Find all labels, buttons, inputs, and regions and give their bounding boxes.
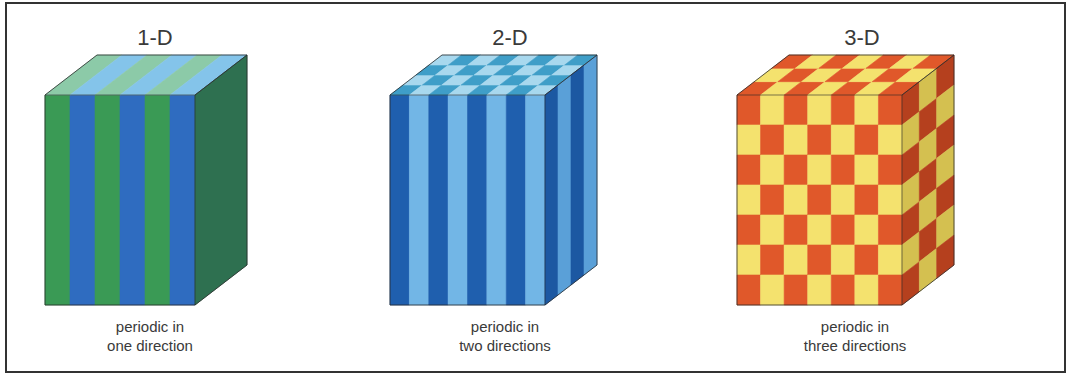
front-face — [855, 245, 879, 275]
front-face — [448, 95, 467, 305]
dimension-heading: 2-D — [492, 25, 527, 51]
front-face — [855, 215, 879, 245]
front-face — [737, 275, 761, 305]
cube-outline — [737, 55, 954, 305]
front-face — [45, 95, 70, 305]
front-face — [878, 125, 902, 155]
front-face — [831, 185, 855, 215]
cube-edge — [737, 55, 954, 305]
front-face — [831, 125, 855, 155]
front-face — [761, 95, 785, 125]
lattice-cube — [390, 55, 597, 305]
cube-edge — [390, 55, 597, 305]
front-face — [808, 95, 832, 125]
front-face — [526, 95, 545, 305]
front-face — [761, 155, 785, 185]
front-face — [808, 185, 832, 215]
front-face — [855, 95, 879, 125]
front-face — [784, 275, 808, 305]
front-face — [784, 125, 808, 155]
front-face — [737, 125, 761, 155]
front-face — [784, 155, 808, 185]
front-face — [831, 245, 855, 275]
front-face — [737, 95, 761, 125]
front-face — [855, 125, 879, 155]
front-face — [390, 95, 409, 305]
front-face — [761, 245, 785, 275]
front-face — [878, 215, 902, 245]
front-face — [506, 95, 525, 305]
caption-text: periodic in one direction — [75, 318, 225, 356]
front-face — [170, 95, 195, 305]
front-face — [761, 185, 785, 215]
frame-border — [6, 3, 1065, 372]
front-face — [808, 215, 832, 245]
front-face — [145, 95, 170, 305]
front-face — [737, 215, 761, 245]
front-face — [429, 95, 448, 305]
front-face — [737, 245, 761, 275]
front-face — [761, 215, 785, 245]
front-face — [761, 275, 785, 305]
side-face — [545, 85, 558, 305]
front-face — [120, 95, 145, 305]
front-face — [409, 95, 428, 305]
dimension-heading: 1-D — [137, 25, 172, 51]
front-face — [761, 125, 785, 155]
front-face — [487, 95, 506, 305]
side-face — [195, 55, 247, 305]
side-face — [558, 75, 571, 295]
front-face — [808, 245, 832, 275]
front-face — [831, 95, 855, 125]
cube-outline — [45, 55, 247, 305]
front-face — [784, 215, 808, 245]
caption-text: periodic in two directions — [430, 318, 580, 356]
dimension-heading: 3-D — [844, 25, 879, 51]
front-face — [808, 275, 832, 305]
front-face — [831, 155, 855, 185]
side-face — [571, 65, 584, 285]
front-face — [855, 275, 879, 305]
front-face — [468, 95, 487, 305]
front-face — [878, 185, 902, 215]
front-face — [784, 245, 808, 275]
caption-text: periodic in three directions — [780, 318, 930, 356]
cube-outline — [390, 55, 597, 305]
front-face — [878, 275, 902, 305]
front-face — [808, 155, 832, 185]
front-face — [855, 155, 879, 185]
side-face — [584, 55, 597, 275]
front-face — [831, 275, 855, 305]
front-face — [831, 215, 855, 245]
lattice-cube — [737, 55, 954, 305]
front-face — [808, 125, 832, 155]
front-face — [737, 155, 761, 185]
front-face — [70, 95, 95, 305]
cube-edge — [45, 55, 247, 305]
front-face — [737, 185, 761, 215]
front-face — [95, 95, 120, 305]
front-face — [878, 95, 902, 125]
front-face — [855, 185, 879, 215]
front-face — [784, 185, 808, 215]
front-face — [878, 245, 902, 275]
front-face — [784, 95, 808, 125]
lattice-cube — [45, 55, 247, 305]
front-face — [878, 155, 902, 185]
